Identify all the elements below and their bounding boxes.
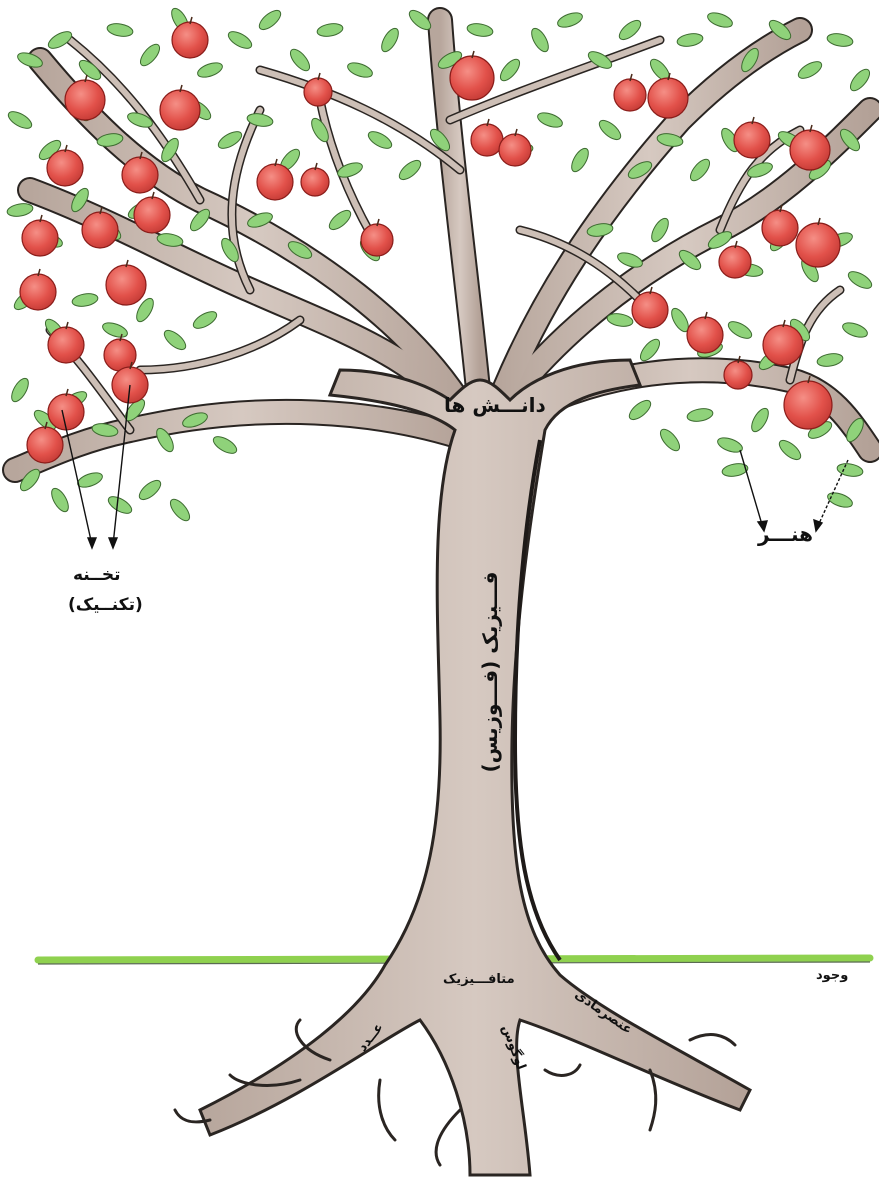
leaf [167,496,193,524]
leaf [226,28,255,51]
apple [257,164,293,200]
label-art: هنـــر [758,522,813,546]
leaf [841,320,870,340]
leaf [287,46,313,74]
leaf [616,250,645,270]
apple [648,78,688,118]
leaf [568,146,591,175]
leaf [826,32,854,48]
leaf [191,308,220,331]
leaf [346,60,375,80]
apple [301,168,329,196]
apple [790,130,830,170]
leaf [556,10,585,30]
leaf [847,66,873,94]
apple [48,327,84,363]
apple [632,292,668,328]
apple [762,210,798,246]
leaf [211,433,240,456]
apple [47,150,83,186]
leaf [606,312,634,328]
leaf [106,22,134,38]
apple [106,265,146,305]
leaf [326,207,354,233]
leaf [626,397,654,423]
leaf [8,376,31,405]
apple [784,381,832,429]
leaf [826,490,855,510]
label-knowledges: دانـــش ها [444,393,546,417]
leaf [46,28,75,51]
apple [48,394,84,430]
leaf [396,157,424,183]
apple [82,212,118,248]
apple [724,361,752,389]
leaf [316,22,344,38]
apple [499,134,531,166]
leaf [466,22,494,38]
leaf [676,32,704,48]
trunk [175,360,750,1175]
label-metaphysics: متافـــیزیک [443,972,515,987]
apple [304,78,332,106]
leaf [196,60,225,80]
leaf [796,58,825,81]
leaf [378,26,401,55]
apple [20,274,56,310]
apple [361,224,393,256]
apple [65,80,105,120]
leaf [137,41,163,69]
leaf [596,117,624,143]
apple [27,427,63,463]
leaf [687,156,713,184]
leaf [686,407,714,423]
leaf [6,202,34,218]
leaf [161,327,189,353]
apple [160,90,200,130]
leaf [536,110,565,130]
apple [687,317,723,353]
leaf [101,320,130,340]
leaf [6,108,35,131]
leaf [776,437,804,463]
leaf [366,128,395,151]
leaf [706,10,735,30]
leaf [136,477,164,503]
leaf [497,56,523,84]
leaf [528,26,551,55]
apple [471,124,503,156]
label-technique: (تکنــیک) [68,595,143,615]
leaf [748,406,771,435]
apple [172,22,208,58]
leaf [657,426,683,454]
label-physics: فـــیزیک (فـــوزیس) [478,542,502,802]
leaf [816,352,844,368]
apple [22,220,58,256]
leaf [726,318,755,341]
apple [450,56,494,100]
leaf [648,216,671,245]
apple [719,246,751,278]
leaf [616,17,644,43]
apple [796,223,840,267]
leaf [106,493,135,516]
label-techne: تخــنه [73,565,121,585]
leaf [76,470,105,490]
leaf [846,268,875,291]
apple [614,79,646,111]
apple [134,197,170,233]
leaf [71,292,99,308]
leaf [256,7,284,33]
label-existence: وجود [816,968,848,983]
leaf [48,486,71,515]
apple [763,325,803,365]
apple [122,157,158,193]
apple [734,122,770,158]
